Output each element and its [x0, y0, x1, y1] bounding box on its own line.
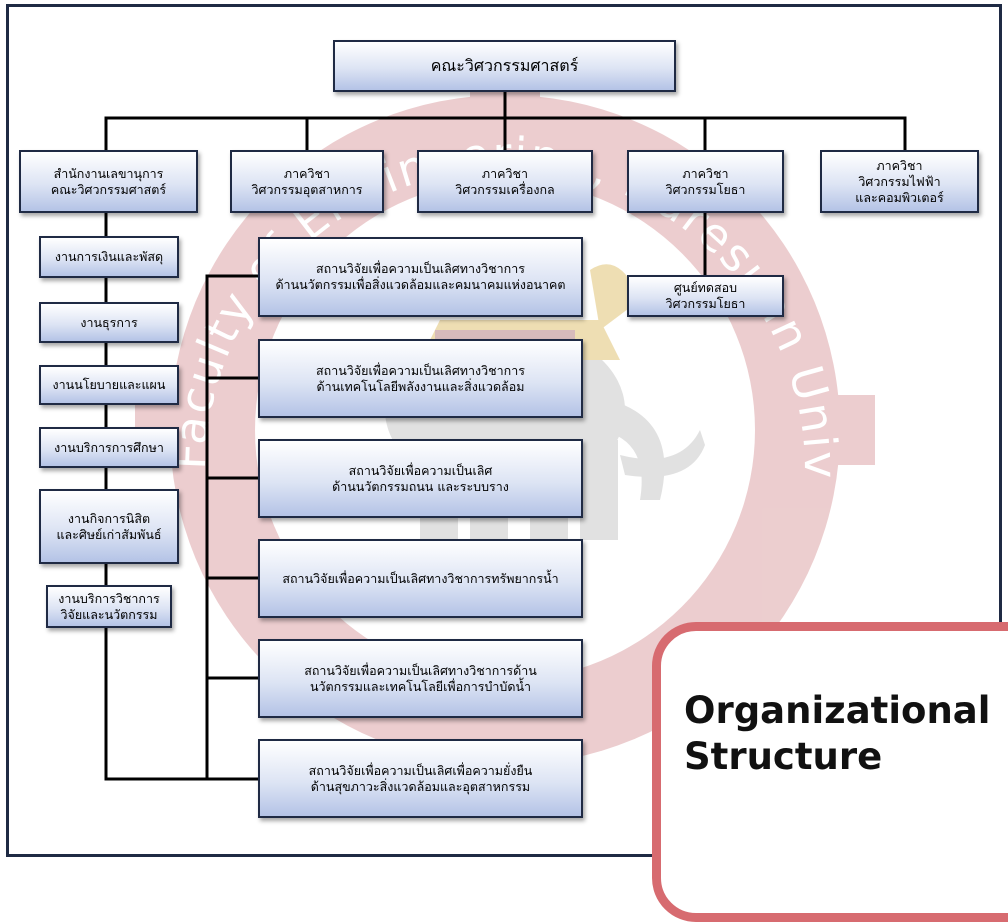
research-institute-water-treatment: สถานวิจัยเพื่อความเป็นเลิศทางวิชาการด้าน…	[258, 639, 583, 718]
research-institute-road-rail: สถานวิจัยเพื่อความเป็นเลิศ ด้านนวัตกรรมถ…	[258, 439, 583, 518]
office-section-student-affairs: งานกิจการนิสิต และศิษย์เก่าสัมพันธ์	[39, 489, 179, 564]
research-institute-sustainability: สถานวิจัยเพื่อความเป็นเลิศเพื่อความยั่งย…	[258, 739, 583, 818]
research-institute-water-resources: สถานวิจัยเพื่อความเป็นเลิศทางวิชาการทรัพ…	[258, 539, 583, 618]
dept-civil-box: ภาควิชา วิศวกรรมโยธา	[627, 150, 784, 213]
office-section-finance: งานการเงินและพัสดุ	[39, 236, 179, 278]
office-section-general-admin: งานธุรการ	[39, 302, 179, 343]
office-section-academic-services: งานบริการการศึกษา	[39, 427, 179, 468]
civil-testing-center-box: ศูนย์ทดสอบ วิศวกรรมโยธา	[627, 275, 784, 317]
dept-electrical-computer-box: ภาควิชา วิศวกรรมไฟฟ้า และคอมพิวเตอร์	[820, 150, 979, 213]
dept-mechanical-box: ภาควิชา วิศวกรรมเครื่องกล	[417, 150, 593, 213]
dept-industrial-box: ภาควิชา วิศวกรรมอุตสาหการ	[230, 150, 384, 213]
research-institute-energy-environment: สถานวิจัยเพื่อความเป็นเลิศทางวิชาการ ด้า…	[258, 339, 583, 418]
faculty-box: คณะวิศวกรรมศาสตร์	[333, 40, 676, 92]
page-heading: Organizational Structure	[684, 689, 991, 778]
office-section-policy-planning: งานนโยบายและแผน	[39, 365, 179, 405]
secretary-office-box: สำนักงานเลขานุการ คณะวิศวกรรมศาสตร์	[19, 150, 198, 213]
office-section-research-services: งานบริการวิชาการ วิจัยและนวัตกรรม	[46, 585, 172, 628]
research-institute-transport-environment: สถานวิจัยเพื่อความเป็นเลิศทางวิชาการ ด้า…	[258, 237, 583, 317]
